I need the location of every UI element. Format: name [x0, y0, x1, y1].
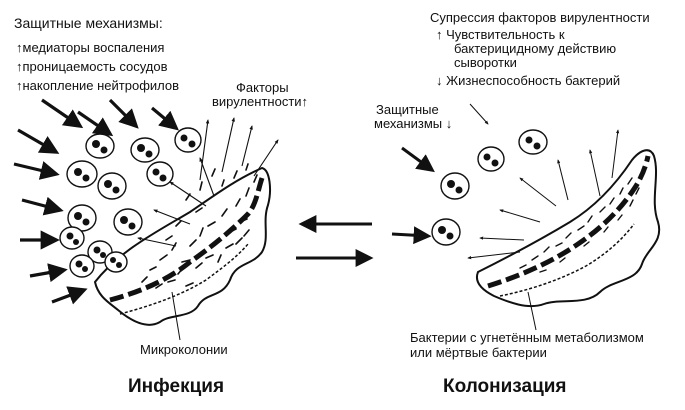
colonization-defense-line1: Защитные — [376, 102, 439, 117]
infection-defense-title: Защитные механизмы: — [14, 15, 163, 31]
sensitivity-line3: сыворотки — [454, 55, 517, 70]
colonization-tissue — [476, 149, 661, 308]
infection-nuclei — [66, 134, 196, 272]
infection-bacteria — [141, 163, 258, 289]
colonization-influx-arrows — [391, 146, 435, 245]
infection-tissue — [93, 166, 271, 326]
infection-virulence-arrows — [137, 117, 279, 247]
microcolonies-label: Микроколонии — [140, 342, 228, 357]
colonization-nuclei — [438, 136, 541, 240]
dead-bacteria-line2: или мёртвые бактерии — [410, 345, 547, 360]
sensitivity-line2: бактерицидному действию — [454, 41, 617, 56]
infection-defense-item-mediators: ↑медиаторы воспаления — [16, 40, 165, 55]
exchange-arrows — [296, 215, 374, 267]
colonization-defense-line2: механизмы ↓ — [374, 116, 453, 131]
infection-virulence-line1: Факторы — [236, 80, 289, 95]
suppression-title: Супрессия факторов вирулентности — [430, 10, 650, 25]
microcolony-pointer — [171, 291, 181, 341]
colonization-caption: Колонизация — [443, 376, 567, 397]
infection-caption: Инфекция — [128, 376, 225, 397]
colonization-neutrophils — [431, 129, 548, 246]
colonization-bacteria — [519, 177, 640, 273]
dead-bacteria-line1: Бактерии с угнетённым метаболизмом — [410, 330, 644, 345]
infection-neutrophils — [59, 127, 202, 278]
infection-influx-arrows — [13, 98, 179, 305]
dead-bacteria-pointer — [527, 291, 537, 331]
colonization-thin-arrows — [467, 103, 620, 260]
infection-virulence-line2: вирулентности↑ — [212, 94, 309, 109]
viability-label: ↓ Жизнеспособность бактерий — [436, 73, 621, 88]
infection-defense-item-neutrophils: ↑накопление нейтрофилов — [16, 78, 180, 93]
infection-defense-item-permeability: ↑проницаемость сосудов — [16, 59, 168, 74]
sensitivity-line1: ↑ Чувствительность к — [436, 27, 565, 42]
